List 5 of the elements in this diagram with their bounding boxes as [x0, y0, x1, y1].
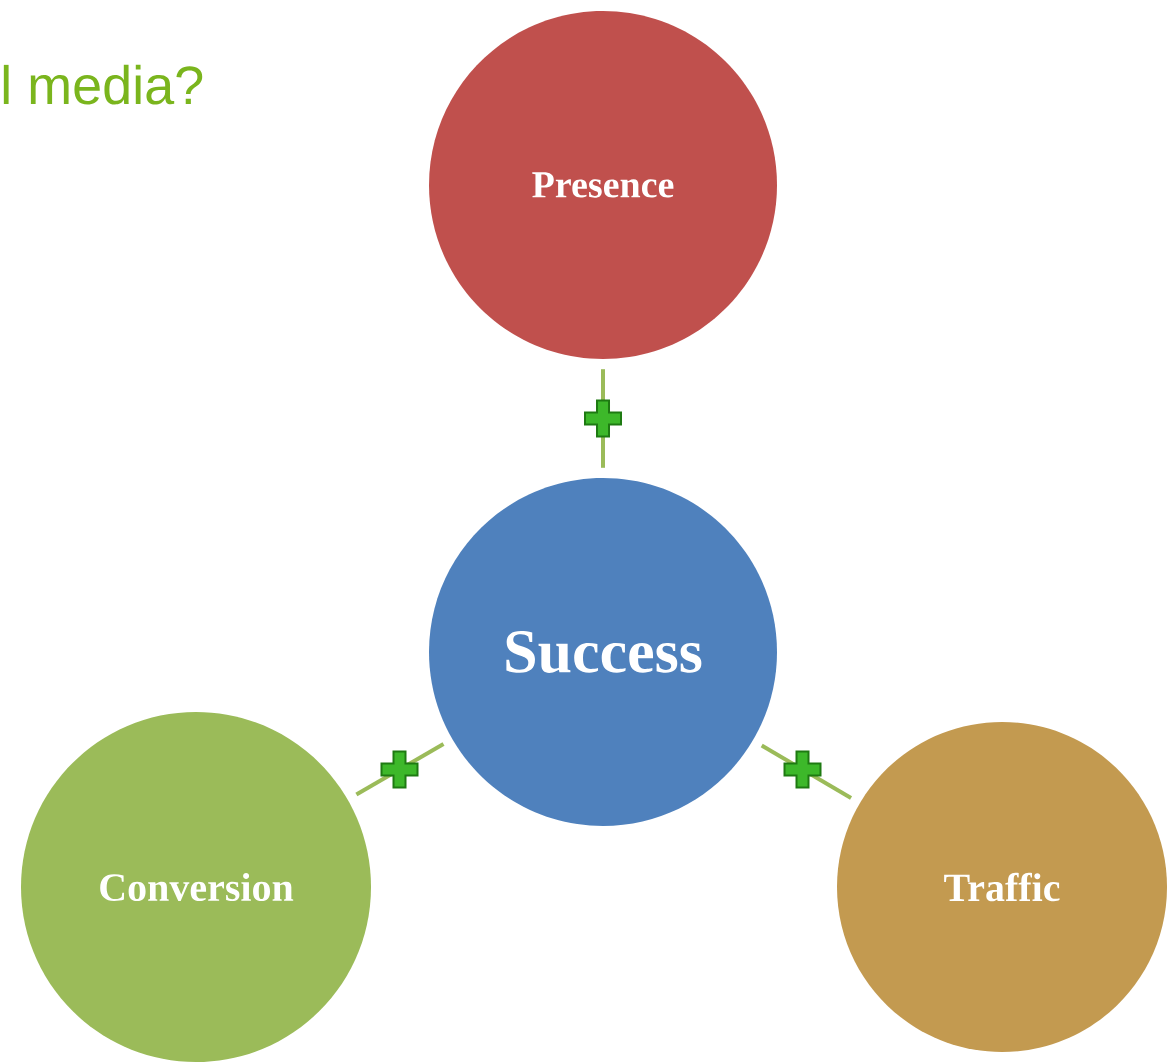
circle-node: Presence [429, 11, 777, 359]
circle-node: Success [429, 478, 777, 826]
circle-node: Conversion [21, 712, 371, 1062]
circle-node: Traffic [837, 722, 1167, 1052]
title: l media? [3, 64, 203, 105]
